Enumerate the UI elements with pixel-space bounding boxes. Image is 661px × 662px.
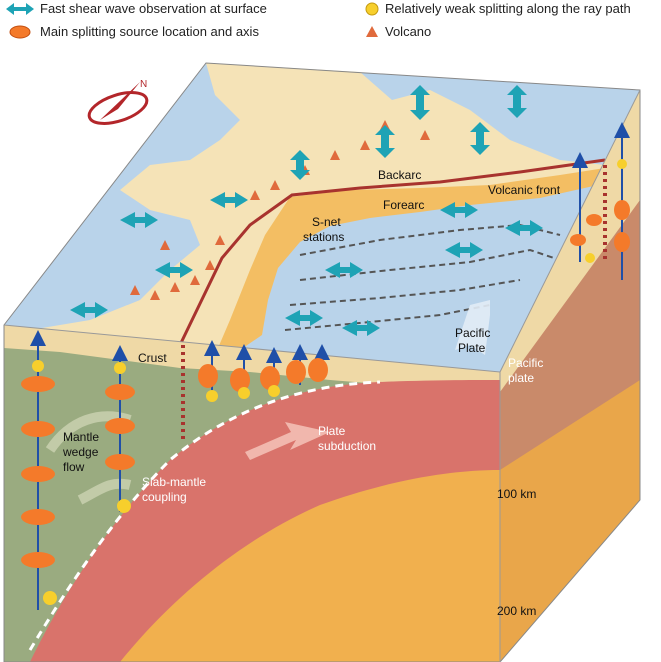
volcano-legend-icon (366, 26, 378, 37)
forearc-label: Forearc (383, 198, 425, 212)
mantle-wedge-label-1: Mantle (63, 430, 100, 444)
snet-label-line2: stations (303, 230, 345, 244)
right-side-deep (500, 380, 640, 662)
ray-path-left (21, 330, 57, 610)
snet-cables (284, 223, 561, 331)
pacific-plate-side-label-1: Pacific (508, 356, 544, 370)
backarc-label: Backarc (378, 168, 422, 182)
pacific-plate-surface-label-1: Pacific (455, 326, 491, 340)
slab-mantle-coupling-line (28, 380, 381, 651)
mantle-wedge-label-3: flow (63, 460, 85, 474)
depth-200-label: 200 km (497, 604, 537, 618)
ray-paths-right-side (570, 122, 630, 280)
pacific-plate-surface-label-2: Plate (458, 341, 486, 355)
compass-icon (87, 82, 149, 125)
legend-main-source: Main splitting source location and axis (40, 24, 259, 39)
depth-100-label: 100 km (497, 487, 537, 501)
pacific-plate-side-label-2: plate (508, 371, 535, 385)
crust-band (4, 325, 500, 392)
slab-mantle-label-2: coupling (142, 490, 187, 504)
ray-paths-forearc (198, 340, 330, 402)
forearc-area (215, 168, 605, 355)
fast-shear-arrows (70, 85, 543, 336)
main-source-legend-icon (9, 25, 31, 39)
volcanic-front-line (178, 158, 606, 346)
ray-path-mid-left (105, 345, 135, 513)
block-edge-front (3, 324, 501, 373)
snet-label-line1: S-net (312, 215, 341, 229)
weak-splitting-legend-icon (365, 2, 379, 16)
compass-north-label: N (140, 79, 148, 90)
fast-shear-legend-icon (6, 3, 34, 15)
plate-subduction-arrow (245, 422, 330, 460)
crust-label: Crust (138, 351, 167, 365)
legend-volcano: Volcano (385, 24, 432, 39)
plate-subduction-label-2: subduction (318, 439, 377, 453)
mantle-wedge-flow-arrow (45, 411, 132, 453)
legend-weak-splitting: Relatively weak splitting along the ray … (385, 1, 631, 16)
mantle-wedge-label-2: wedge (63, 445, 99, 459)
legend-fast-shear: Fast shear wave observation at surface (40, 1, 267, 16)
volcanic-front-label: Volcanic front (488, 183, 561, 197)
mantle-wedge-flow-arrow-2 (77, 478, 132, 505)
deep-mantle (120, 470, 500, 662)
slab-mantle-label-1: Slab-mantle (142, 475, 207, 489)
plate-subduction-label-1: Plate (318, 424, 346, 438)
pacific-plate-arrow (455, 300, 490, 355)
